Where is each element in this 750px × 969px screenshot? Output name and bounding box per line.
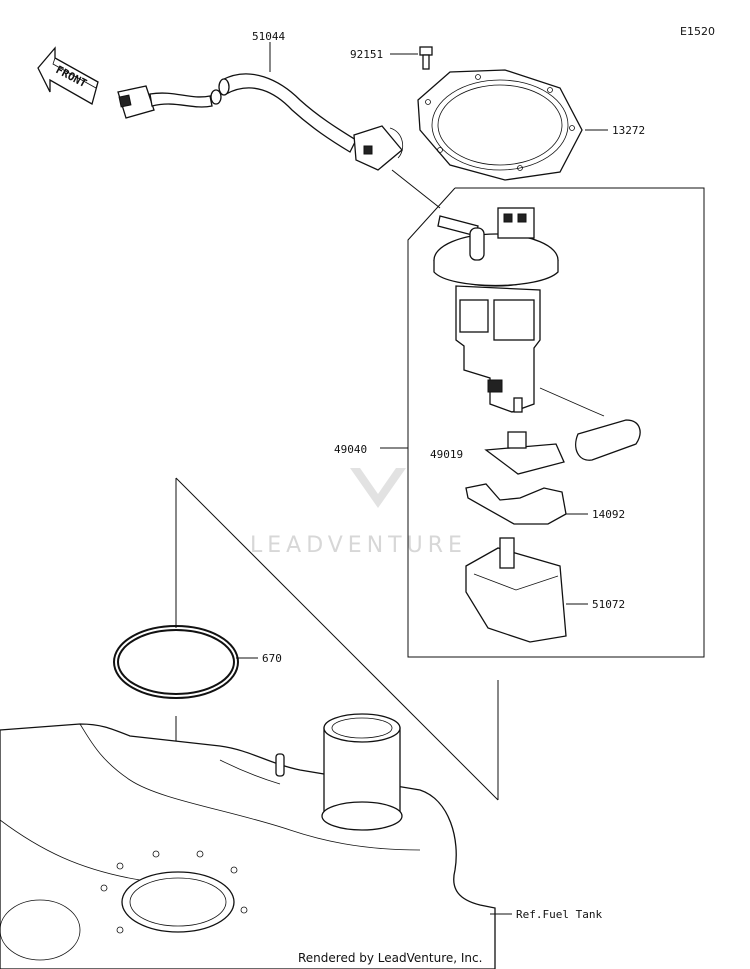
part-label-49019: 49019 — [430, 448, 463, 461]
part-label-49040: 49040 — [334, 443, 367, 456]
watermark-text: LEADVENTURE — [250, 533, 467, 558]
part-label-92151: 92151 — [350, 48, 383, 61]
part-label-51044: 51044 — [252, 30, 285, 43]
front-arrow-icon: FRONT — [37, 46, 99, 105]
fuel-hose-51044 — [117, 73, 441, 209]
footer-credit: Rendered by LeadVenture, Inc. — [298, 951, 482, 965]
leadventure-watermark: LEADVENTURE — [250, 468, 467, 558]
fuel-filter-49019 — [484, 431, 565, 475]
o-ring-670 — [113, 625, 239, 699]
reference-label-fuel-tank: Ref.Fuel Tank — [516, 908, 602, 921]
cover-14092 — [465, 483, 567, 525]
pump-assembly-box — [407, 187, 705, 658]
part-label-51072: 51072 — [592, 598, 625, 611]
part-label-670: 670 — [262, 652, 282, 665]
fuel-tank — [0, 713, 496, 969]
fuel-pump-assembly — [433, 207, 641, 461]
diagram-code: E1520 — [680, 25, 715, 38]
bolt-92151 — [419, 46, 433, 70]
part-label-13272: 13272 — [612, 124, 645, 137]
case-51072 — [465, 537, 567, 643]
part-label-14092: 14092 — [592, 508, 625, 521]
gasket-13272 — [417, 69, 583, 181]
